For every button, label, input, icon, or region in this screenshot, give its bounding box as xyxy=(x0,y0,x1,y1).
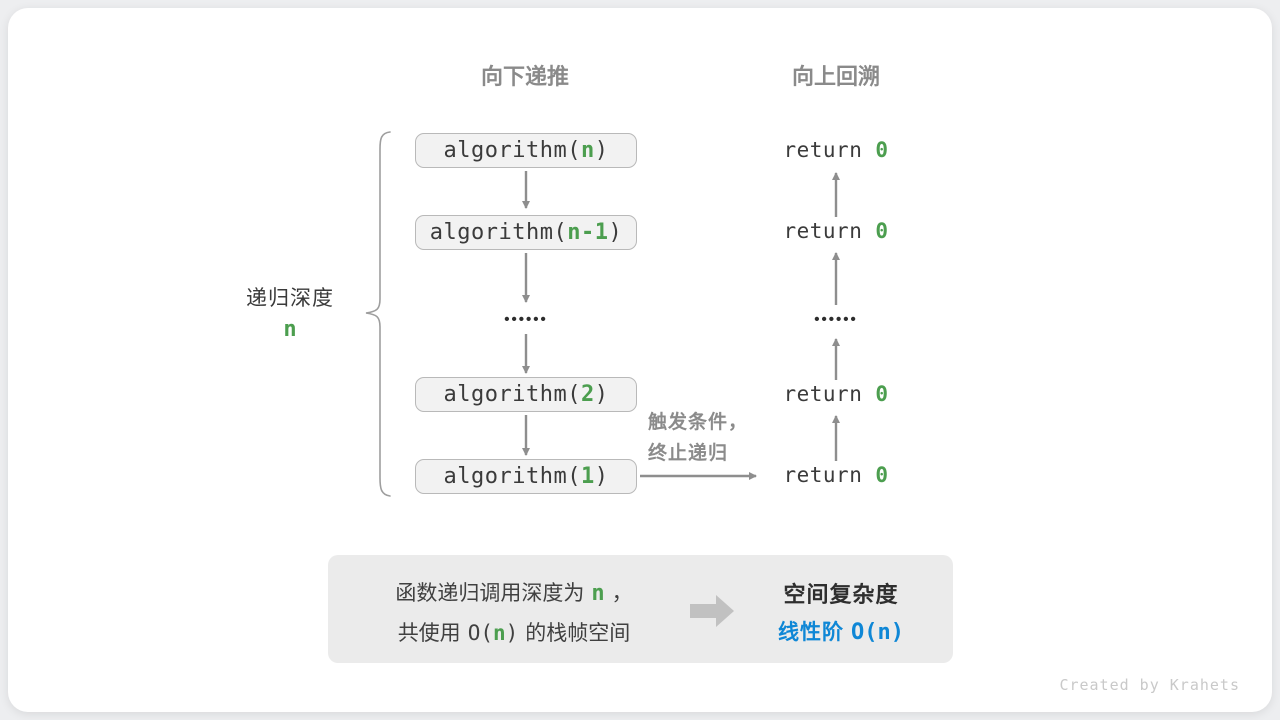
return-statement: return 0 xyxy=(736,219,936,243)
summary-panel xyxy=(328,555,953,663)
call-suffix: ) xyxy=(608,220,623,245)
big-o-open: O( xyxy=(467,621,493,645)
call-prefix: algorithm( xyxy=(429,220,568,245)
big-o-close: ) xyxy=(505,621,519,645)
summary-text: 的栈帧空间 xyxy=(525,622,631,645)
call-box-n: algorithm(n) xyxy=(415,133,637,168)
call-stack-ellipsis: •••••• xyxy=(504,311,548,328)
return-statement: return 0 xyxy=(736,463,936,487)
header-backtrack-up: 向上回溯 xyxy=(791,64,880,89)
big-o-notation: O(n) xyxy=(851,620,904,645)
call-prefix: algorithm( xyxy=(443,138,581,163)
summary-text: ， xyxy=(611,582,633,605)
return-value: 0 xyxy=(875,382,889,406)
space-complexity-result: 线性阶 O(n) xyxy=(751,616,931,646)
call-prefix: algorithm( xyxy=(443,464,581,489)
summary-line2: 共使用 O(n) 的栈帧空间 xyxy=(346,617,682,647)
summary-var-n: n xyxy=(492,621,506,645)
call-arg: 1 xyxy=(580,464,595,489)
return-keyword: return xyxy=(783,382,863,406)
call-suffix: ) xyxy=(594,138,609,163)
call-suffix: ) xyxy=(594,464,609,489)
return-value: 0 xyxy=(875,219,889,243)
summary-line1: 函数递归调用深度为 n ， xyxy=(346,577,682,607)
trigger-condition-line2: 终止递归 xyxy=(648,443,729,464)
call-prefix: algorithm( xyxy=(443,382,581,407)
call-arg: n xyxy=(580,138,595,163)
call-box-n-1: algorithm(n-1) xyxy=(415,215,637,250)
return-keyword: return xyxy=(783,138,863,162)
summary-var-n: n xyxy=(591,581,605,606)
return-statement: return 0 xyxy=(736,382,936,406)
return-value: 0 xyxy=(875,138,889,162)
summary-text: 函数递归调用深度为 xyxy=(395,582,585,605)
call-box-1: algorithm(1) xyxy=(415,459,637,494)
summary-text: 共使用 xyxy=(397,622,461,645)
call-suffix: ) xyxy=(594,382,609,407)
watermark-credit: Created by Krahets xyxy=(1059,676,1240,694)
call-arg: 2 xyxy=(580,382,595,407)
returns-ellipsis: •••••• xyxy=(814,311,858,328)
space-complexity-title: 空间复杂度 xyxy=(783,582,899,607)
depth-label: 递归深度 xyxy=(246,287,334,310)
trigger-condition-line1: 触发条件， xyxy=(648,412,749,433)
call-arg: n-1 xyxy=(567,220,609,245)
linear-order-label: 线性阶 xyxy=(778,621,844,644)
return-statement: return 0 xyxy=(736,138,936,162)
return-keyword: return xyxy=(783,463,863,487)
call-box-2: algorithm(2) xyxy=(415,377,637,412)
return-keyword: return xyxy=(783,219,863,243)
depth-value: n xyxy=(283,317,297,342)
header-recurse-down: 向下递推 xyxy=(480,64,569,89)
return-value: 0 xyxy=(875,463,889,487)
